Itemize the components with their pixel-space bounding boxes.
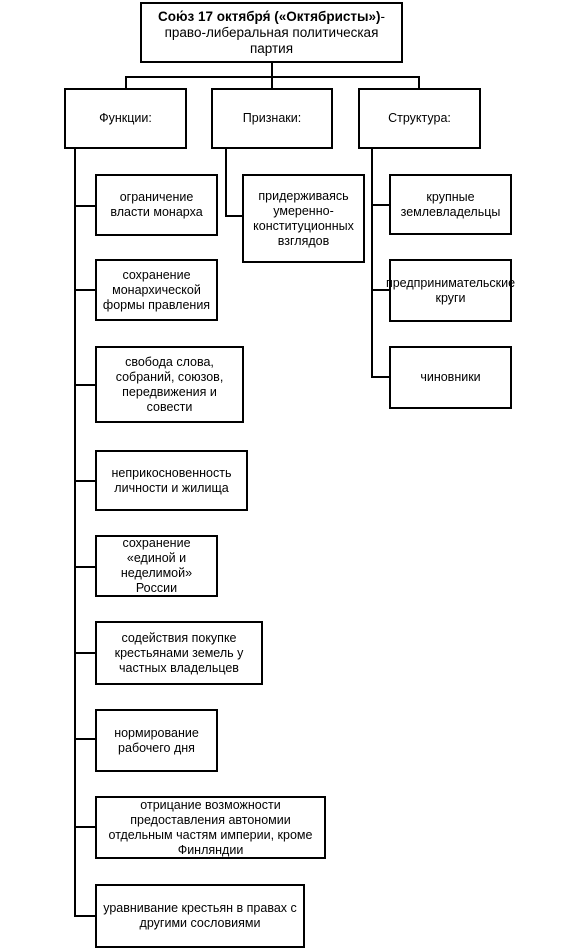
function-item-box: неприкосновенность личности и жилища	[95, 450, 248, 511]
function-item-box: сохранение «единой и неделимой» России	[95, 535, 218, 597]
function-item-box: сохранение монархической формы правления	[95, 259, 218, 321]
structure-item-label: предпринимательские круги	[385, 275, 516, 305]
function-item-label: содействия покупке крестьянами земель у …	[114, 630, 244, 675]
category-functions-label: Функции:	[99, 111, 152, 125]
function-item-box: уравнивание крестьян в правах с другими …	[95, 884, 305, 948]
signs-spine	[225, 148, 227, 217]
connector-functions	[125, 76, 127, 88]
category-structure-label: Структура:	[388, 111, 451, 125]
party-title-name: Сою́з 17 октября́ («Октябристы»)	[157, 8, 381, 24]
connector-structure	[418, 76, 420, 88]
structure-item-label: крупные землевладельцы	[400, 189, 501, 219]
function-item-box: отрицание возможности предоставления авт…	[95, 796, 326, 859]
functions-branch-2	[74, 289, 95, 291]
function-item-label: ограничение власти монарха	[110, 190, 203, 219]
signs-branch-1	[225, 215, 242, 217]
category-signs-box: Признаки:	[211, 88, 333, 149]
structure-item-box: крупные землевладельцы	[389, 174, 512, 235]
functions-branch-8	[74, 826, 95, 828]
structure-item-label: чиновники	[420, 370, 481, 384]
function-item-label: нормирование рабочего дня	[114, 725, 199, 755]
functions-spine	[74, 148, 76, 917]
function-item-label: сохранение монархической формы правления	[102, 267, 211, 312]
party-title: Сою́з 17 октября́ («Октябристы»)-право-л…	[146, 9, 397, 57]
category-functions-box: Функции:	[64, 88, 187, 149]
structure-branch-1	[371, 204, 389, 206]
functions-branch-5	[74, 566, 95, 568]
structure-branch-3	[371, 376, 389, 378]
functions-branch-9	[74, 915, 95, 917]
function-item-label: отрицание возможности предоставления авт…	[108, 797, 313, 857]
functions-branch-7	[74, 738, 95, 740]
party-title-box: Сою́з 17 октября́ («Октябристы»)-право-л…	[140, 2, 403, 63]
functions-branch-6	[74, 652, 95, 654]
function-item-label: свобода слова, собраний, союзов, передви…	[115, 354, 224, 414]
structure-branch-2	[371, 289, 389, 291]
function-item-box: ограничение власти монарха	[95, 174, 218, 236]
functions-branch-3	[74, 384, 95, 386]
connector-signs	[271, 76, 273, 88]
sign-item-label: придерживаясь умеренно-конституционных в…	[253, 188, 354, 248]
function-item-label: уравнивание крестьян в правах с другими …	[103, 901, 297, 930]
function-item-box: нормирование рабочего дня	[95, 709, 218, 772]
sign-item-box: придерживаясь умеренно-конституционных в…	[242, 174, 365, 263]
function-item-box: свобода слова, собраний, союзов, передви…	[95, 346, 244, 423]
functions-branch-4	[74, 480, 95, 482]
party-title-description: -право-либеральная политическая партия	[164, 8, 386, 56]
function-item-label: неприкосновенность личности и жилища	[111, 465, 232, 495]
structure-item-box: чиновники	[389, 346, 512, 409]
function-item-label: сохранение «единой и неделимой» России	[120, 536, 193, 595]
category-signs-label: Признаки:	[242, 111, 302, 125]
functions-branch-1	[74, 205, 95, 207]
structure-item-box: предпринимательские круги	[385, 259, 516, 322]
title-connector	[271, 63, 273, 77]
category-structure-box: Структура:	[358, 88, 481, 149]
function-item-box: содействия покупке крестьянами земель у …	[95, 621, 263, 685]
structure-spine	[371, 148, 373, 378]
